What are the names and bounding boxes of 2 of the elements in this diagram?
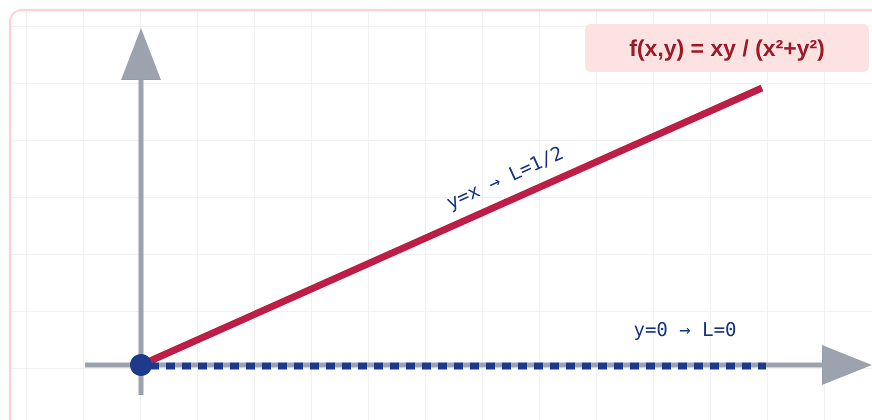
path-limit-label: y=0 → L=0 — [634, 319, 736, 341]
formula-label: f(x,y) = xy / (x²+y²) — [585, 24, 869, 72]
